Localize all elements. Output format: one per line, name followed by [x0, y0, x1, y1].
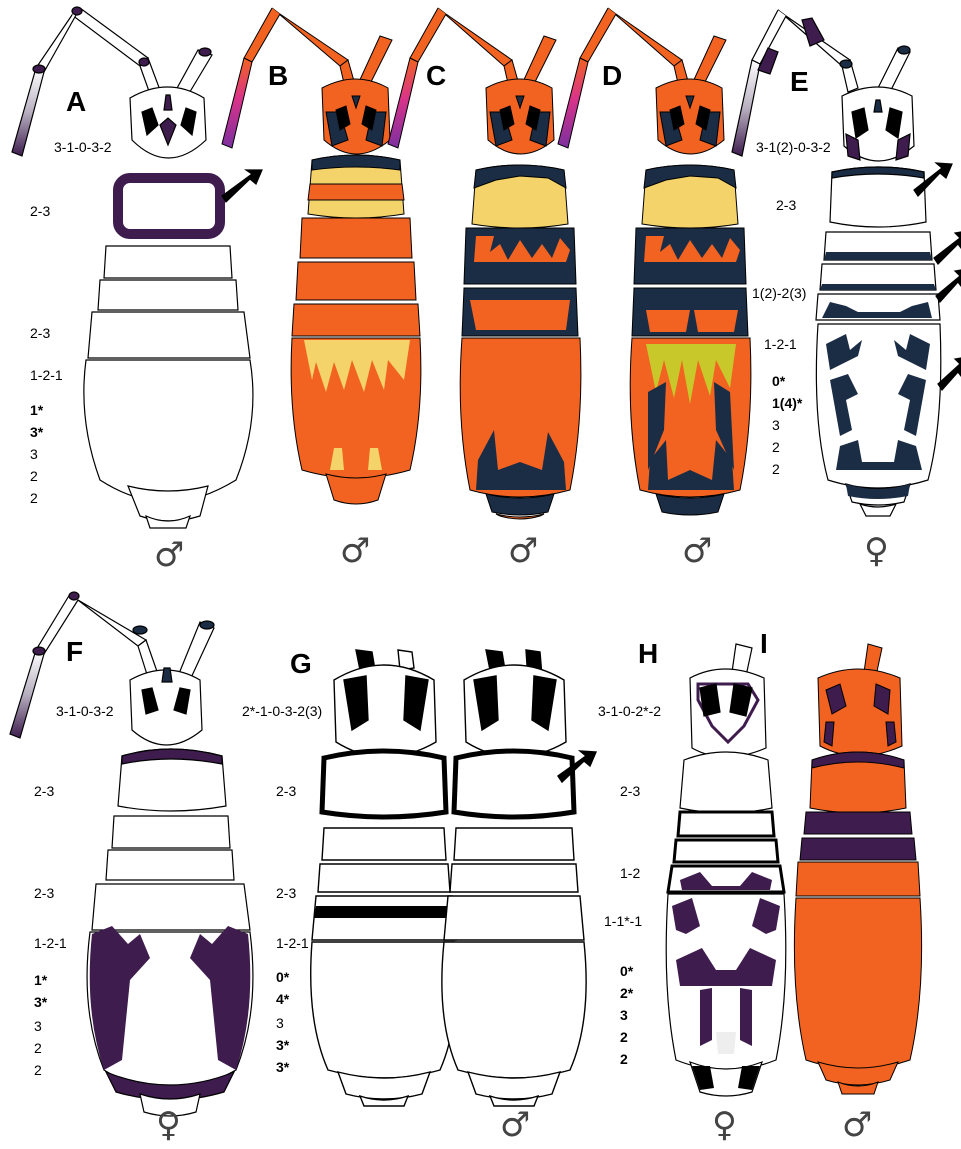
- panel-a-formula: 2: [30, 469, 38, 483]
- panel-c-specimen: [388, 8, 581, 519]
- panel-g-formula: 3: [276, 1016, 284, 1030]
- panel-f-formula: 1*: [34, 973, 47, 987]
- panel-h-formula: 2: [620, 1052, 628, 1066]
- panel-a-formula: 2: [30, 491, 38, 505]
- panel-c-sex-symbol: ♂: [508, 534, 538, 568]
- panel-e-formula: 1-2-1: [764, 337, 797, 351]
- panel-b-specimen: [222, 8, 421, 504]
- panel-e-label: E: [790, 68, 809, 96]
- panel-a-formula: 1-2-1: [30, 368, 63, 382]
- panel-b-sex-symbol: ♂: [340, 534, 370, 568]
- panel-d-sex-symbol: ♂: [682, 534, 712, 568]
- panel-f-formula: 2: [34, 1063, 42, 1077]
- panel-h-specimen: [666, 644, 786, 1096]
- panel-h-formula: 2*: [620, 986, 633, 1000]
- panel-e-formula: 1(4)*: [772, 396, 802, 410]
- panel-h-formula: 0*: [620, 964, 633, 978]
- panel-d-specimen: [558, 8, 751, 515]
- panel-g-formula: 2*-1-0-3-2(3): [242, 704, 322, 718]
- panel-e-sex-symbol: ♀: [864, 534, 889, 568]
- panel-e-formula: 3: [772, 418, 780, 432]
- panel-h-sex-symbol: ♀: [712, 1108, 737, 1142]
- panel-f-label: F: [66, 638, 83, 666]
- panel-h-formula: 1-1*-1: [604, 914, 642, 928]
- panel-a-formula: 3*: [30, 425, 43, 439]
- panel-e-formula: 3-1(2)-0-3-2: [756, 140, 831, 154]
- panel-h-formula: 3: [620, 1008, 628, 1022]
- panel-a-label: A: [66, 88, 86, 116]
- panel-i-sex-symbol: ♂: [842, 1108, 872, 1142]
- panel-e-formula: 2: [772, 440, 780, 454]
- panel-e-formula: 2-3: [776, 198, 796, 212]
- panel-h-formula: 1-2: [620, 866, 640, 880]
- panel-f-sex-symbol: ♀: [156, 1108, 181, 1142]
- panel-g-formula: 2-3: [276, 886, 296, 900]
- panel-h-formula: 2: [620, 1030, 628, 1044]
- panel-g-formula: 3*: [276, 1060, 289, 1074]
- panel-g-formula: 3*: [276, 1038, 289, 1052]
- panel-f-formula: 3-1-0-3-2: [56, 704, 114, 718]
- panel-f-formula: 2: [34, 1041, 42, 1055]
- panel-a-formula: 1*: [30, 403, 43, 417]
- panel-f-formula: 1-2-1: [34, 936, 67, 950]
- panel-g-specimen-left: [311, 650, 456, 1106]
- panel-g-formula: 0*: [276, 970, 289, 984]
- panel-e-formula: 2: [772, 462, 780, 476]
- panel-c-label: C: [426, 62, 446, 90]
- panel-f-formula: 2-3: [34, 886, 54, 900]
- panel-f-formula: 3: [34, 1019, 42, 1033]
- panel-g-sex-symbol: ♂: [500, 1108, 530, 1142]
- panel-i-label: I: [760, 630, 768, 658]
- panel-a-formula: 2-3: [30, 326, 50, 340]
- panel-e-formula: 1(2)-2(3): [752, 286, 806, 300]
- panel-f-specimen: [10, 592, 253, 1116]
- panel-a-formula: 2-3: [30, 204, 50, 218]
- panel-b-label: B: [268, 62, 288, 90]
- panel-f-formula: 3*: [34, 995, 47, 1009]
- panel-g-formula: 2-3: [276, 784, 296, 798]
- panel-a-sex-symbol: ♂: [154, 538, 184, 572]
- panel-g-formula: 1-2-1: [276, 936, 309, 950]
- panel-a-formula: 3-1-0-3-2: [54, 140, 112, 154]
- panel-e-specimen: [732, 10, 961, 516]
- panel-g-label: G: [290, 650, 312, 678]
- panel-h-formula: 3-1-0-2*-2: [598, 704, 661, 718]
- panel-h-label: H: [638, 640, 658, 668]
- panel-i-specimen: [794, 644, 921, 1094]
- panel-h-formula: 2-3: [620, 784, 640, 798]
- panel-d-label: D: [602, 62, 622, 90]
- panel-a-specimen: [12, 7, 262, 528]
- panel-g-formula: 4*: [276, 992, 289, 1006]
- panel-e-formula: 0*: [772, 374, 785, 388]
- panel-f-formula: 2-3: [34, 784, 54, 798]
- panel-a-formula: 3: [30, 447, 38, 461]
- panel-g-specimen-right: [442, 650, 596, 1106]
